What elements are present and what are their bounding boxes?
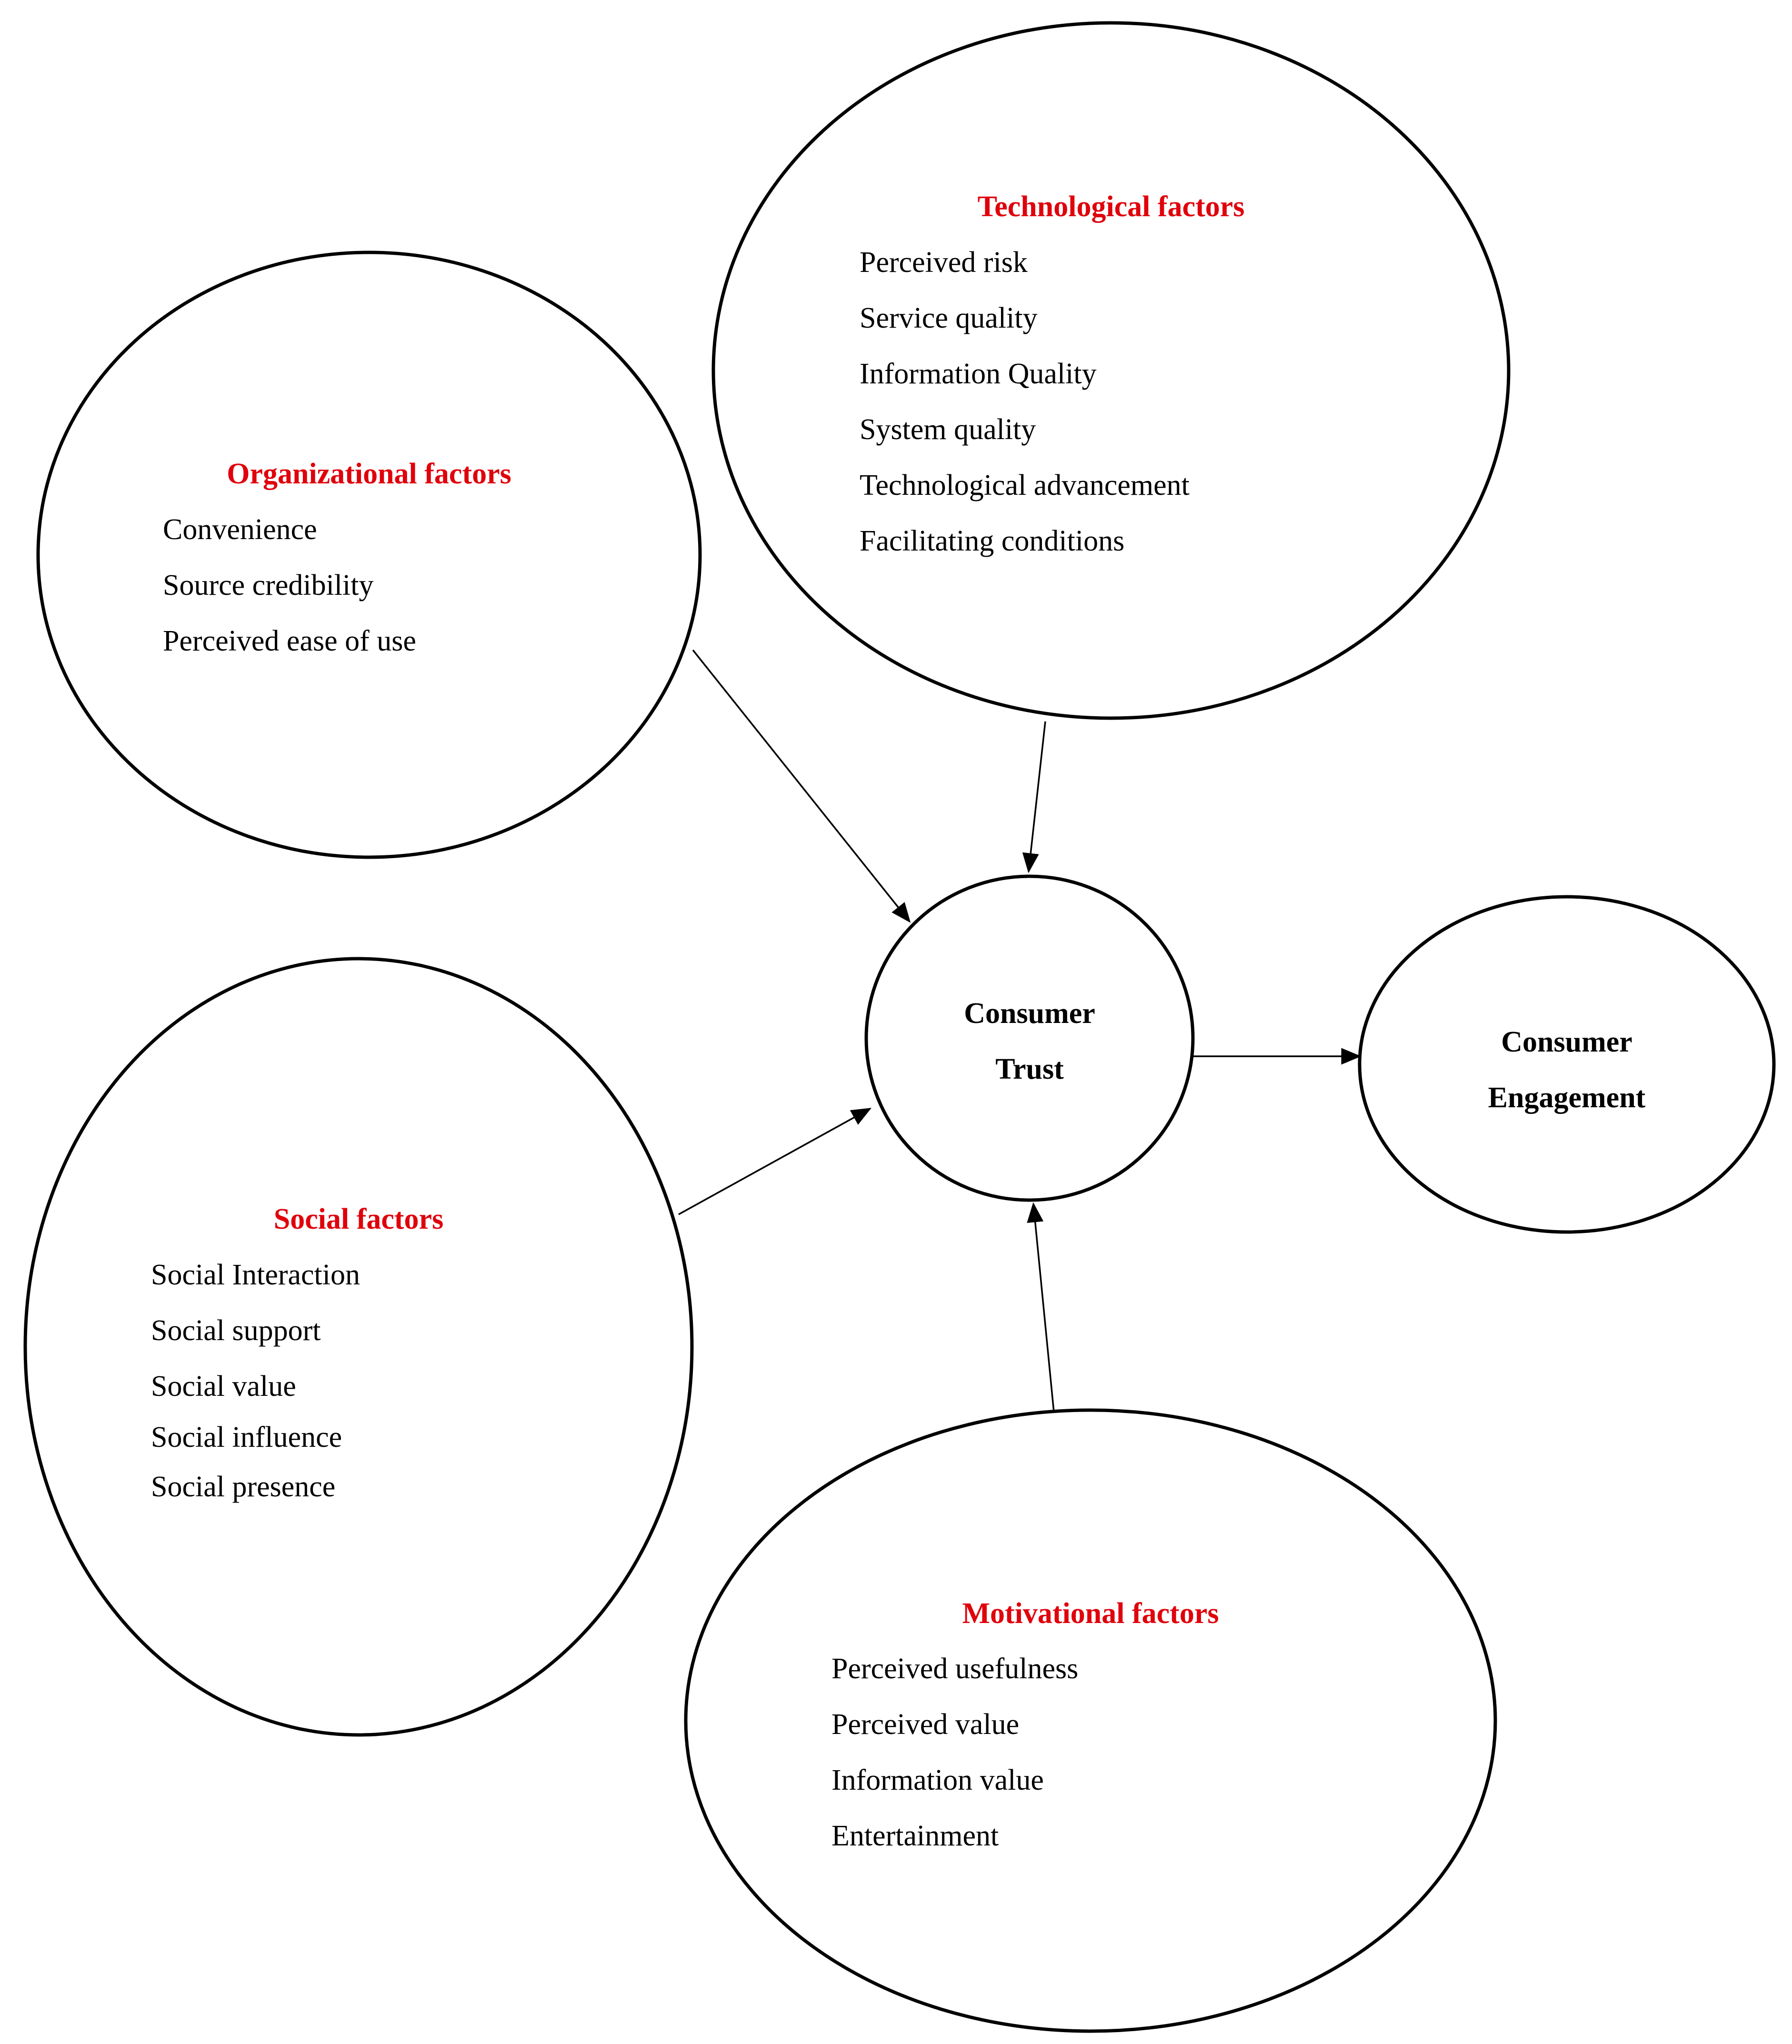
arrow-technological-to-trust [1022, 721, 1046, 873]
technological-item: Facilitating conditions [860, 525, 1124, 557]
consumer-trust-ellipse [864, 874, 1195, 1202]
arrow-social-to-trust [678, 1108, 872, 1215]
social-item: Social influence [151, 1421, 342, 1453]
technological-factors-ellipse [711, 21, 1511, 720]
consumer-engagement-ellipse [1358, 895, 1776, 1234]
social-item: Social support [151, 1314, 320, 1347]
organizational-factors-ellipse [36, 250, 702, 859]
technological-item: Perceived risk [860, 246, 1028, 279]
motivational-item: Perceived usefulness [831, 1653, 1078, 1685]
motivational-item: Entertainment [831, 1820, 999, 1852]
technological-item: Information Quality [860, 358, 1097, 390]
consumer-trust-label-line2: Trust [995, 1053, 1064, 1085]
technological-item: System quality [860, 413, 1036, 446]
arrow-motivational-to-trust [1027, 1202, 1055, 1413]
technological-item: Service quality [860, 302, 1038, 334]
motivational-factors-ellipse [684, 1408, 1497, 2033]
technological-factors-title: Technological factors [978, 190, 1245, 223]
technological-item: Technological advancement [860, 469, 1190, 501]
organizational-item: Perceived ease of use [163, 625, 416, 657]
arrow-organizational-to-trust [692, 649, 911, 923]
social-item: Social Interaction [151, 1259, 360, 1291]
social-item: Social presence [151, 1471, 335, 1503]
consumer-engagement-node: Consumer Engagement [1358, 895, 1776, 1234]
motivational-item: Perceived value [831, 1708, 1019, 1741]
connectors [678, 649, 1362, 1413]
motivational-factors-title: Motivational factors [962, 1597, 1219, 1630]
motivational-factors-node: Motivational factors Perceived usefulnes… [684, 1408, 1497, 2033]
technological-factors-node: Technological factors Perceived risk Ser… [711, 21, 1511, 720]
consumer-engagement-label-line1: Consumer [1501, 1026, 1632, 1058]
organizational-item: Convenience [163, 513, 317, 546]
social-item: Social value [151, 1370, 296, 1403]
social-factors-node: Social factors Social Interaction Social… [23, 957, 694, 1737]
consumer-trust-label-line1: Consumer [964, 997, 1095, 1030]
consumer-trust-node: Consumer Trust [864, 874, 1195, 1202]
organizational-factors-title: Organizational factors [227, 458, 511, 490]
organizational-factors-node: Organizational factors Convenience Sourc… [36, 250, 702, 859]
social-factors-ellipse [23, 957, 694, 1737]
organizational-item: Source credibility [163, 569, 373, 601]
motivational-item: Information value [831, 1764, 1044, 1796]
consumer-engagement-label-line2: Engagement [1488, 1082, 1646, 1114]
social-factors-title: Social factors [274, 1203, 443, 1235]
